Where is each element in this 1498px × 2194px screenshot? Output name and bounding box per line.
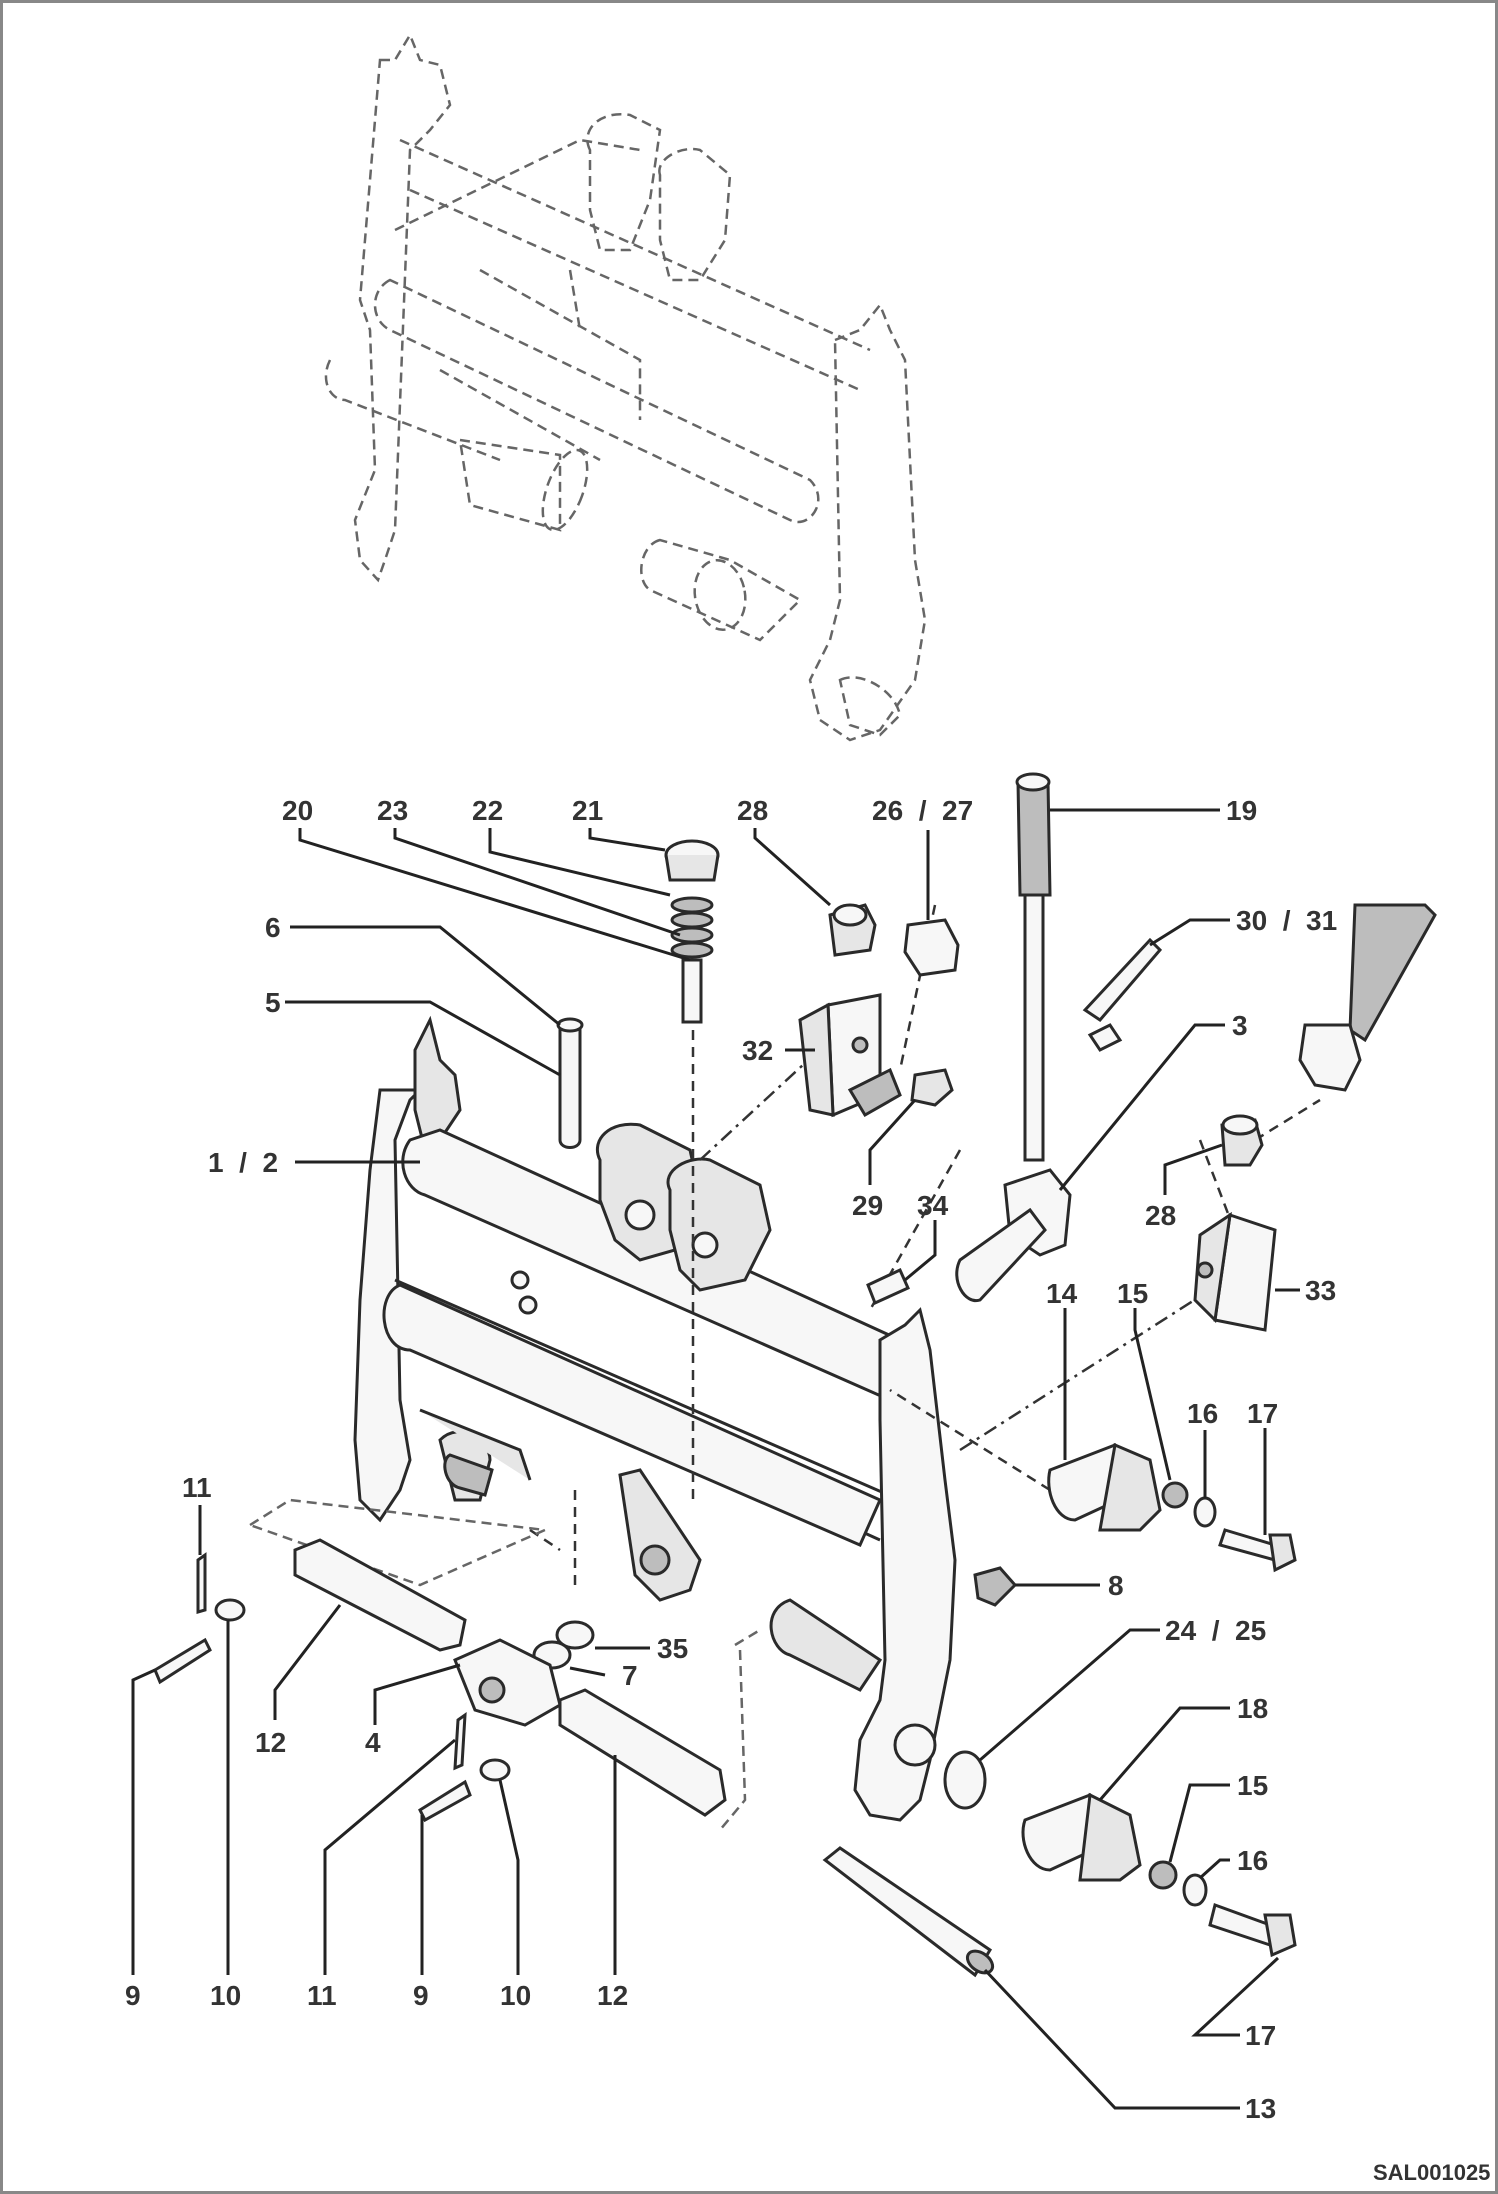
phantom-assembly-outline bbox=[324, 32, 927, 742]
clevis-pin-a bbox=[153, 1637, 212, 1685]
cable-part bbox=[1298, 903, 1437, 1092]
callout-24-25: 24 / 25 bbox=[1165, 1615, 1266, 1646]
callout-26-27: 26 / 27 bbox=[872, 795, 973, 826]
callout-17-lower: 17 bbox=[1245, 2020, 1276, 2051]
lock-pin bbox=[556, 1017, 584, 1149]
knob-part bbox=[664, 839, 720, 882]
nut-part bbox=[903, 918, 960, 977]
callout-15-lower: 15 bbox=[1237, 1770, 1268, 1801]
callout-17-upper: 17 bbox=[1247, 1398, 1278, 1429]
carrier-frame bbox=[353, 1015, 957, 1822]
callout-labels: 20 23 22 21 28 26 / 27 19 6 30 / 31 5 32… bbox=[125, 795, 1490, 2185]
callout-4: 4 bbox=[365, 1727, 381, 1758]
callout-33: 33 bbox=[1305, 1275, 1336, 1306]
callout-32: 32 bbox=[742, 1035, 773, 1066]
bolt-part-a bbox=[1218, 1528, 1297, 1573]
alignment-lines bbox=[573, 904, 1321, 1585]
callout-19: 19 bbox=[1226, 795, 1257, 826]
callout-18: 18 bbox=[1237, 1693, 1268, 1724]
callout-3: 3 bbox=[1232, 1010, 1248, 1041]
callout-29: 29 bbox=[852, 1190, 883, 1221]
valve-block-right bbox=[1193, 1211, 1277, 1332]
callout-10-left: 10 bbox=[210, 1980, 241, 2011]
callout-12-left: 12 bbox=[255, 1727, 286, 1758]
callout-12-right: 12 bbox=[597, 1980, 628, 2011]
slide-rail-right bbox=[558, 1688, 727, 1817]
washer-part-b bbox=[1182, 1873, 1208, 1907]
callout-28-lower: 28 bbox=[1145, 1200, 1176, 1231]
callout-11-upper: 11 bbox=[182, 1472, 212, 1503]
lever-arm bbox=[955, 1168, 1072, 1303]
callout-20: 20 bbox=[282, 795, 313, 826]
cotter-pin-a bbox=[196, 1552, 207, 1614]
callout-30-31: 30 / 31 bbox=[1236, 905, 1337, 936]
callout-7: 7 bbox=[622, 1660, 638, 1691]
callout-6: 6 bbox=[265, 912, 281, 943]
callout-16-upper: 16 bbox=[1187, 1398, 1218, 1429]
leader-lines bbox=[131, 808, 1300, 2110]
washer-part-10a bbox=[214, 1598, 246, 1622]
spring-part bbox=[670, 896, 714, 959]
slide-rail-left bbox=[293, 1538, 467, 1652]
clevis-pin-b bbox=[418, 1779, 472, 1823]
washer-part-10b bbox=[479, 1758, 511, 1782]
cotter-pin-b bbox=[453, 1711, 467, 1771]
fitting-part-right bbox=[1220, 1114, 1264, 1167]
washer-part-a bbox=[1193, 1496, 1217, 1528]
grease-fitting bbox=[973, 1566, 1018, 1607]
sleeve-part bbox=[1047, 1442, 1162, 1532]
washer-part-35 bbox=[555, 1620, 595, 1650]
callout-1-2: 1 / 2 bbox=[208, 1147, 278, 1178]
callout-10-right: 10 bbox=[500, 1980, 531, 2011]
callout-14: 14 bbox=[1046, 1278, 1078, 1309]
callout-9-right: 9 bbox=[413, 1980, 429, 2011]
callout-16-lower: 16 bbox=[1237, 1845, 1268, 1876]
callout-8: 8 bbox=[1108, 1570, 1124, 1601]
callout-35: 35 bbox=[657, 1633, 688, 1664]
clip-part bbox=[1082, 937, 1163, 1052]
callout-13: 13 bbox=[1245, 2093, 1276, 2124]
callout-34: 34 bbox=[917, 1190, 949, 1221]
callout-5: 5 bbox=[265, 987, 281, 1018]
drawing-code: SAL001025 bbox=[1373, 2160, 1490, 2185]
callout-28-top: 28 bbox=[737, 795, 768, 826]
callout-23: 23 bbox=[377, 795, 408, 826]
callout-9-left: 9 bbox=[125, 1980, 141, 2011]
bolt-part-b bbox=[1208, 1903, 1297, 1958]
callout-15-upper: 15 bbox=[1117, 1278, 1148, 1309]
thrust-washer bbox=[943, 1750, 987, 1810]
bushing-part-b bbox=[1148, 1860, 1178, 1890]
phantom-envelope-right bbox=[719, 1628, 761, 1831]
handle-rod bbox=[1015, 772, 1052, 1162]
callout-21: 21 bbox=[572, 795, 603, 826]
callout-22: 22 bbox=[472, 795, 503, 826]
fitting-part-top bbox=[828, 903, 877, 957]
sleeve-part-lower bbox=[1021, 1792, 1142, 1882]
fitting-part-mid bbox=[847, 1067, 954, 1118]
plunger-pin bbox=[681, 958, 703, 1024]
callout-11-lower: 11 bbox=[307, 1980, 337, 2011]
bushing-part-a bbox=[1161, 1481, 1189, 1509]
pivot-shaft bbox=[822, 1846, 995, 1978]
roll-pin bbox=[866, 1267, 910, 1306]
